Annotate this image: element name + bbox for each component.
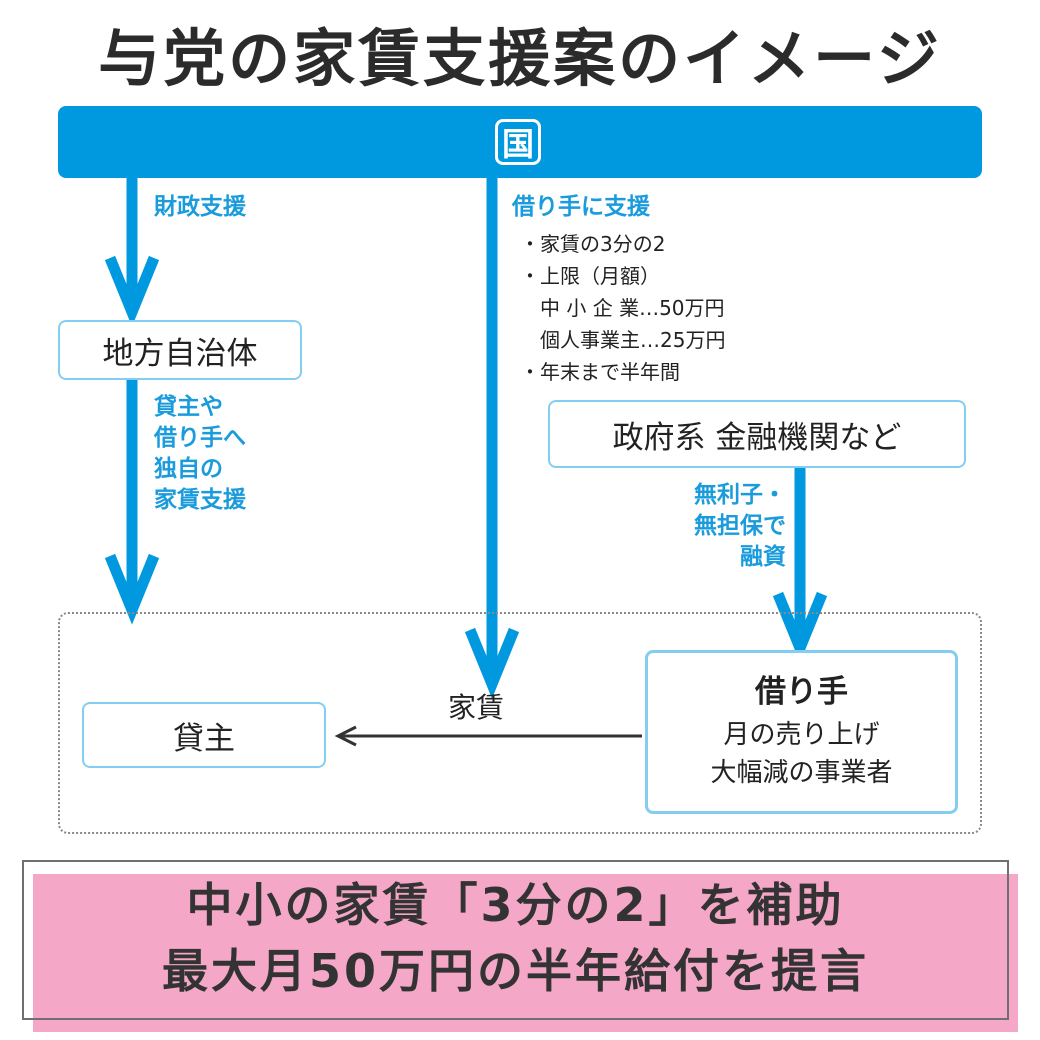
borrower-support-label: 借り手に支援: [512, 194, 650, 220]
local-support-line: 貸主や: [154, 394, 223, 420]
loan-line: 無担保で: [694, 513, 786, 539]
arrowhead-rent: [334, 725, 357, 747]
landlord-label: 貸主: [173, 720, 235, 757]
recipient-area: [58, 612, 982, 834]
local-support-line: 借り手へ: [154, 425, 246, 451]
banner-background: [33, 874, 1018, 1032]
loan-line: 無利子・: [694, 482, 786, 508]
local-support-line: 独自の: [154, 456, 223, 482]
fiscal-support-label: 財政支援: [154, 194, 246, 220]
gov-finance-box: 政府系 金融機関など: [548, 400, 966, 468]
borrower-desc: 大幅減の事業者: [710, 758, 893, 788]
kuni-label: 国: [495, 119, 541, 165]
gov-finance-label: 政府系 金融機関など: [612, 419, 902, 456]
arrowhead-borrower-support: [464, 627, 520, 699]
arrowhead-local-support: [104, 553, 160, 625]
detail-line: ・年末まで半年間: [520, 360, 680, 384]
local-support-line: 家賃支援: [154, 487, 246, 513]
local-gov-label: 地方自治体: [102, 335, 258, 372]
loan-label: 無利子・ 無担保で 融資: [660, 480, 786, 573]
detail-line: ・家賃の3分の2: [520, 232, 666, 256]
detail-line: ・上限（月額）: [520, 264, 660, 288]
banner-line: 中小の家賃「3分の2」を補助: [186, 878, 845, 932]
banner-frame: [22, 860, 1009, 1020]
local-support-label: 貸主や 借り手へ 独自の 家賃支援: [154, 392, 246, 516]
borrower-box: 借り手 月の売り上げ 大幅減の事業者: [645, 650, 958, 814]
borrower-title: 借り手: [755, 674, 848, 710]
summary-banner: 中小の家賃「3分の2」を補助 最大月50万円の半年給付を提言: [22, 872, 1009, 1004]
landlord-box: 貸主: [82, 702, 326, 768]
detail-line: 個人事業主…25万円: [520, 328, 726, 352]
arrowhead-fiscal-support: [104, 255, 160, 327]
kuni-bar: [58, 106, 982, 178]
local-gov-box: 地方自治体: [58, 320, 302, 380]
detail-line: 中 小 企 業…50万円: [520, 296, 725, 320]
page-title: 与党の家賃支援案のイメージ: [98, 22, 942, 95]
support-details: ・家賃の3分の2 ・上限（月額） 中 小 企 業…50万円 個人事業主…25万円…: [520, 228, 725, 388]
loan-line: 融資: [740, 544, 786, 570]
banner-line: 最大月50万円の半年給付を提言: [161, 944, 869, 998]
rent-label: 家賃: [448, 691, 505, 724]
borrower-desc: 月の売り上げ: [723, 720, 880, 750]
